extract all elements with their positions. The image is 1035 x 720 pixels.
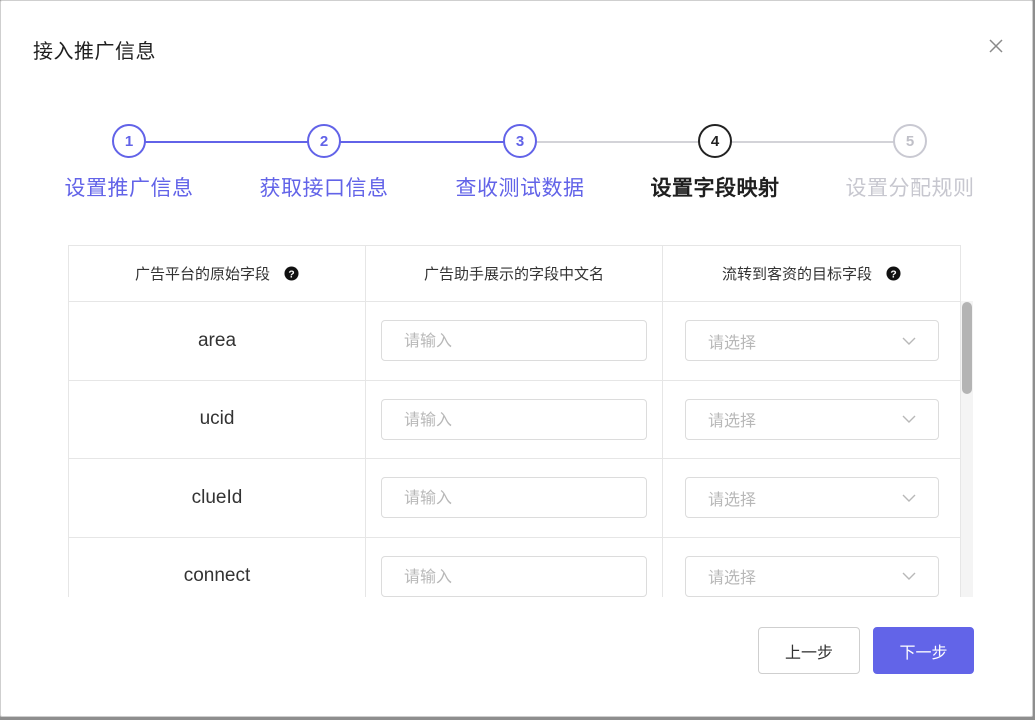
display-name-input[interactable]	[381, 555, 647, 597]
target-field-cell: 请选择	[663, 302, 961, 381]
step-5: 5 设置分配规则	[810, 119, 1010, 202]
step-number-5: 5	[893, 124, 927, 158]
header-display-name: 广告助手展示的字段中文名	[366, 246, 663, 302]
target-field-cell: 请选择	[663, 459, 961, 538]
step-4[interactable]: 4 设置字段映射	[615, 119, 815, 202]
chevron-down-icon	[902, 494, 916, 502]
display-name-cell	[366, 459, 663, 538]
next-step-button[interactable]: 下一步	[873, 627, 974, 674]
step-1[interactable]: 1 设置推广信息	[29, 119, 229, 202]
step-number-4: 4	[698, 124, 732, 158]
display-name-cell	[366, 380, 663, 459]
header-target-field-label: 流转到客资的目标字段	[721, 265, 872, 283]
step-label-5: 设置分配规则	[845, 176, 975, 200]
display-name-input[interactable]	[381, 398, 647, 440]
select-placeholder: 请选择	[708, 568, 757, 588]
scrollbar-thumb[interactable]	[962, 302, 972, 394]
prev-step-button[interactable]: 上一步	[758, 627, 860, 674]
question-circle-icon[interactable]: ?	[284, 266, 299, 281]
target-field-cell: 请选择	[663, 380, 961, 459]
header-source-field-label: 广告平台的原始字段	[134, 265, 270, 283]
header-target-field: 流转到客资的目标字段 ?	[663, 246, 961, 302]
close-icon	[989, 39, 1003, 53]
header-source-field: 广告平台的原始字段 ?	[69, 246, 366, 302]
dialog-title: 接入推广信息	[33, 39, 156, 63]
step-label-1: 设置推广信息	[64, 176, 194, 200]
field-mapping-table: 广告平台的原始字段 ? 广告助手展示的字段中文名 流转到客资的目标字段 ?	[68, 245, 961, 597]
source-field-name: clueId	[191, 486, 243, 508]
target-field-select[interactable]: 请选择	[685, 398, 939, 440]
header-display-name-label: 广告助手展示的字段中文名	[423, 265, 604, 283]
display-name-cell	[366, 537, 663, 597]
target-field-select[interactable]: 请选择	[685, 555, 939, 597]
target-field-select[interactable]: 请选择	[685, 477, 939, 519]
source-field-name: connect	[183, 565, 251, 587]
step-2[interactable]: 2 获取接口信息	[224, 119, 424, 202]
table-row: clueId 请选择	[69, 459, 961, 538]
close-button[interactable]	[983, 33, 1009, 59]
question-circle-icon[interactable]: ?	[886, 266, 901, 281]
step-3[interactable]: 3 查收测试数据	[420, 119, 620, 202]
table-scrollbar[interactable]	[961, 301, 973, 597]
source-field-cell: connect	[69, 537, 366, 597]
source-field-name: ucid	[199, 408, 235, 430]
target-field-select[interactable]: 请选择	[685, 320, 939, 362]
table-row: area 请选择	[69, 302, 961, 381]
table-row: ucid 请选择	[69, 380, 961, 459]
step-number-2: 2	[307, 124, 341, 158]
chevron-down-icon	[902, 415, 916, 424]
svg-text:?: ?	[288, 269, 294, 280]
step-label-2: 获取接口信息	[259, 176, 389, 200]
target-field-cell: 请选择	[663, 537, 961, 597]
select-placeholder: 请选择	[708, 332, 757, 352]
step-label-3: 查收测试数据	[455, 176, 585, 200]
select-placeholder: 请选择	[708, 411, 757, 431]
source-field-cell: area	[69, 302, 366, 381]
step-number-3: 3	[503, 124, 537, 158]
progress-steps: 1 设置推广信息 2 获取接口信息 3 查收测试数据 4 设置字段映射 5 设置…	[1, 119, 1035, 209]
display-name-input[interactable]	[381, 320, 647, 362]
source-field-name: area	[197, 329, 237, 351]
step-label-4: 设置字段映射	[650, 176, 780, 200]
source-field-cell: ucid	[69, 380, 366, 459]
display-name-input[interactable]	[381, 477, 647, 519]
table-header-row: 广告平台的原始字段 ? 广告助手展示的字段中文名 流转到客资的目标字段 ?	[69, 246, 961, 302]
table-row: connect 请选择	[69, 537, 961, 597]
chevron-down-icon	[902, 337, 916, 345]
display-name-cell	[366, 302, 663, 381]
chevron-down-icon	[902, 572, 916, 581]
source-field-cell: clueId	[69, 459, 366, 538]
select-placeholder: 请选择	[708, 489, 757, 509]
step-number-1: 1	[112, 124, 146, 158]
svg-text:?: ?	[890, 269, 896, 280]
